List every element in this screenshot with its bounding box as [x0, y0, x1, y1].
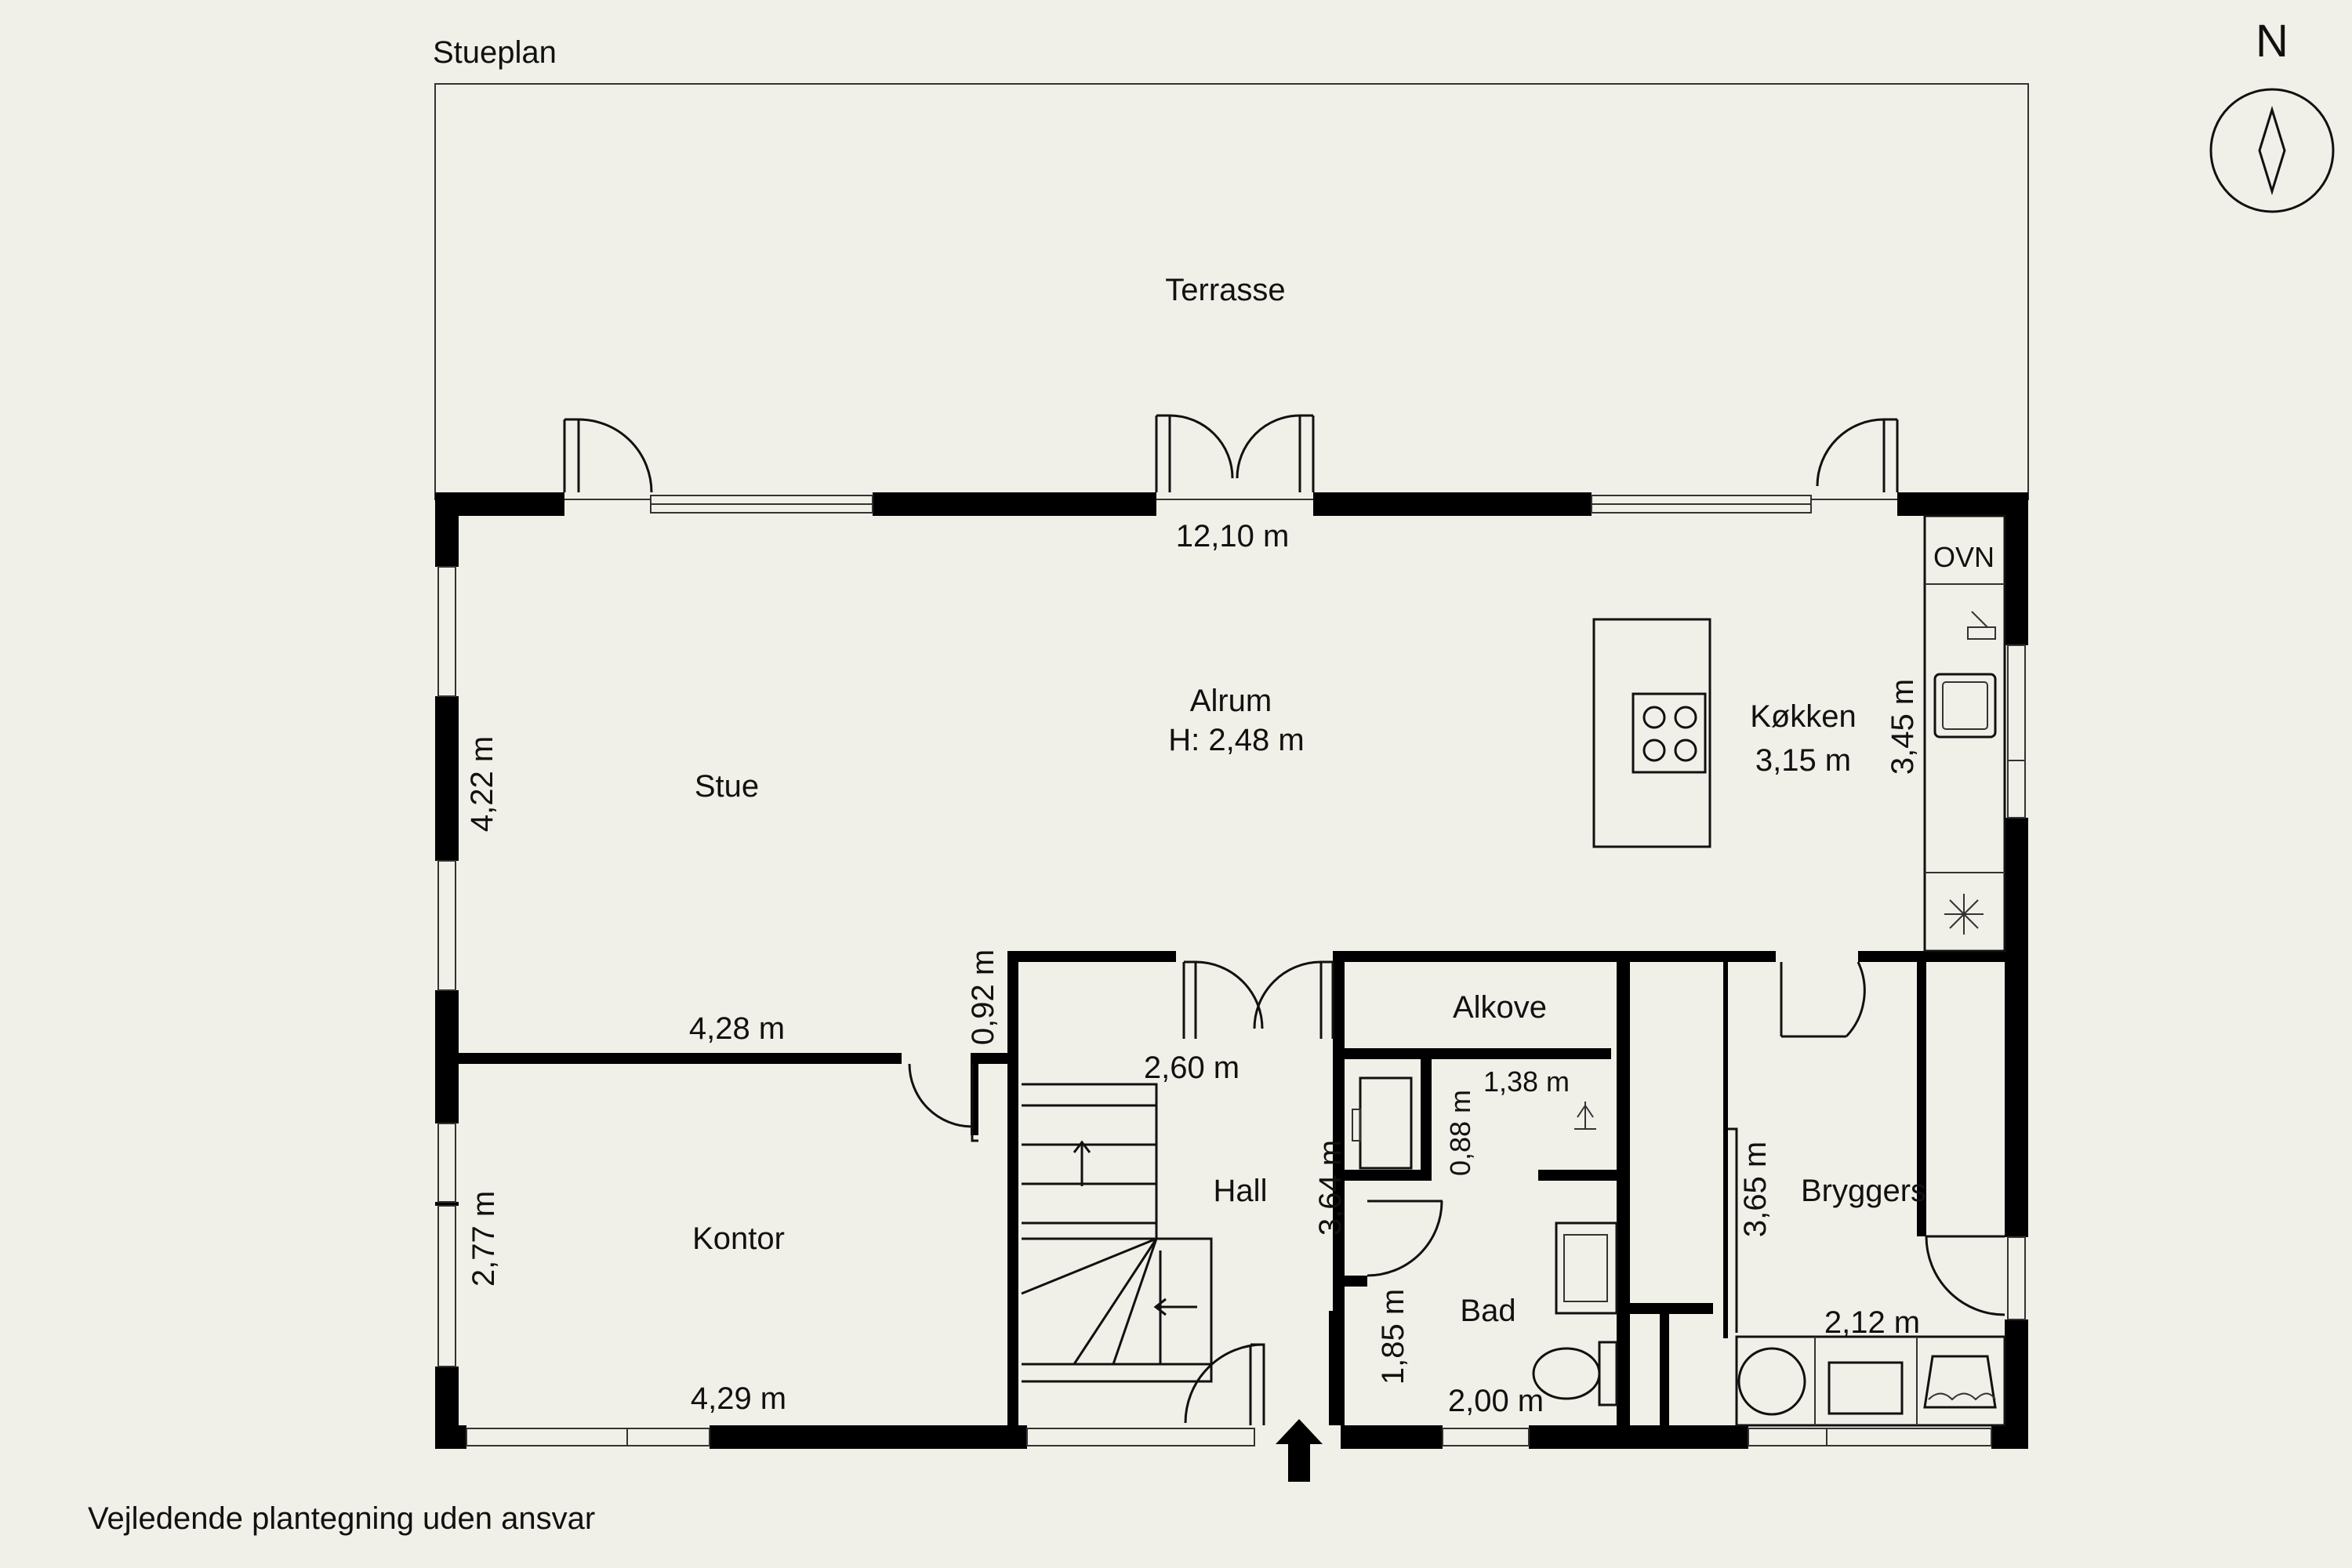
fridge-snowflake-icon — [1944, 894, 1984, 935]
bathroom-fixtures — [1352, 1076, 1618, 1406]
dim-passage: 0,92 m — [966, 949, 1000, 1045]
room-stue: Stue — [695, 769, 759, 804]
disclaimer: Vejledende plantegning uden ansvar — [88, 1501, 595, 1536]
dim-kontor-depth: 2,77 m — [466, 1191, 501, 1287]
entrance-arrow-icon — [1276, 1419, 1323, 1482]
labels: Stueplan Vejledende plantegning uden ans… — [88, 35, 1994, 1536]
dim-stue-width: 4,28 m — [689, 1011, 785, 1046]
laundry-fixtures — [1735, 1335, 2006, 1427]
utility-sink-icon — [1828, 1361, 1904, 1415]
staircase — [1021, 1083, 1213, 1383]
dim-alrum-width: 12,10 m — [1176, 519, 1290, 554]
washer-icon — [1737, 1347, 1806, 1416]
room-alkove: Alkove — [1453, 990, 1547, 1025]
shower-icon — [1574, 1102, 1596, 1130]
compass-needle-icon — [2258, 105, 2286, 196]
kitchen-sink-icon — [1933, 673, 1997, 739]
room-kontor: Kontor — [692, 1221, 785, 1256]
north-label: N — [2256, 16, 2288, 67]
dim-kontor-width: 4,29 m — [691, 1381, 786, 1416]
room-alrum: Alrum — [1190, 684, 1272, 718]
room-alrum-height: H: 2,48 m — [1168, 723, 1304, 757]
dim-kokken-depth: 3,45 m — [1886, 679, 1920, 775]
dim-bryggers-width: 2,12 m — [1824, 1305, 1920, 1340]
tap-icon — [1967, 611, 1996, 640]
interior-walls — [459, 951, 2005, 1425]
doors — [563, 414, 2005, 1425]
exterior-walls — [435, 492, 2028, 1449]
floor-title: Stueplan — [433, 35, 557, 70]
compass-ring-icon — [2209, 88, 2335, 213]
room-terrasse: Terrasse — [1165, 273, 1285, 307]
kitchen-fixtures — [1592, 514, 2006, 953]
dryer-icon — [1923, 1355, 1997, 1409]
oven-label: OVN — [1933, 541, 1994, 573]
dim-bad-width: 2,00 m — [1448, 1384, 1544, 1418]
room-bad: Bad — [1460, 1294, 1515, 1328]
dim-hall-depth: 3,64 m — [1313, 1140, 1348, 1236]
terrace-outline — [434, 83, 2029, 500]
dim-kokken-width: 3,15 m — [1755, 743, 1851, 778]
room-hall: Hall — [1214, 1174, 1268, 1208]
cooktop-icon — [1632, 692, 1707, 774]
windows — [437, 495, 2026, 1446]
dim-stue-depth: 4,22 m — [465, 736, 499, 832]
room-bryggers: Bryggers — [1801, 1174, 1926, 1208]
compass: N — [2209, 16, 2335, 213]
dim-hall-width: 2,60 m — [1144, 1051, 1240, 1085]
dim-bad-depth: 1,85 m — [1376, 1289, 1410, 1385]
dim-alkove-width: 1,38 m — [1483, 1065, 1570, 1098]
room-kokken: Køkken — [1750, 699, 1857, 734]
toilet-icon — [1598, 1341, 1618, 1406]
dim-alkove-depth: 0,88 m — [1444, 1090, 1476, 1176]
dim-bryggers-depth: 3,65 m — [1738, 1142, 1773, 1237]
bathroom-sink-icon — [1555, 1221, 1618, 1315]
